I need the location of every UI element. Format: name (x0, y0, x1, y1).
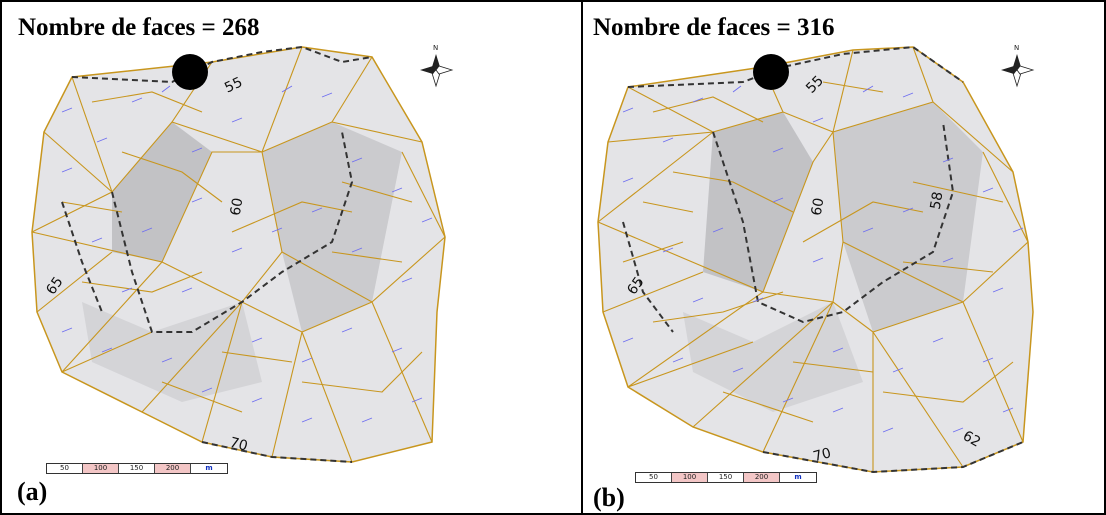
shaded-valley (683, 302, 863, 412)
contour-lines (61, 45, 373, 463)
scale-bar-unit: m (780, 473, 816, 482)
panel-title: Nombre de faces = 316 (593, 14, 835, 41)
panel-b: 55 60 58 65 70 62 N 50 100 150 200 m Nom… (583, 2, 1104, 513)
contour-label: 62 (960, 428, 983, 451)
scale-bar: 50 100 150 200 m (46, 463, 228, 474)
scale-bar: 50 100 150 200 m (635, 472, 817, 483)
panel-caption: (b) (593, 483, 625, 512)
panel-title: Nombre de faces = 268 (18, 14, 260, 41)
scale-bar-label: 150 (119, 464, 155, 473)
scale-bar-label: 200 (155, 464, 191, 473)
shaded-valley (833, 102, 983, 332)
contour-lines (622, 45, 1024, 474)
shaded-valley (112, 122, 212, 262)
terrain-outline (31, 46, 446, 463)
north-arrow-icon: N (1001, 44, 1035, 88)
scale-bar-label: 150 (708, 473, 744, 482)
contour-label: 70 (812, 445, 833, 465)
shaded-valley (82, 302, 262, 402)
contour-label: 60 (228, 197, 247, 217)
scale-bar-label: 100 (672, 473, 708, 482)
reference-point-marker (172, 54, 208, 90)
north-label: N (433, 44, 438, 52)
scale-bar-label: 200 (744, 473, 780, 482)
contour-label: 70 (228, 435, 249, 455)
scale-bar-label: 50 (636, 473, 672, 482)
contour-label: 58 (928, 190, 947, 210)
flow-arrows (61, 85, 433, 423)
north-arrow-icon: N (420, 44, 454, 88)
contour-label: 60 (809, 197, 828, 217)
shaded-valley (703, 112, 813, 292)
tin-mesh-a: 55 60 65 70 N (31, 44, 454, 463)
shaded-valley (262, 122, 402, 332)
flow-arrows (622, 85, 1024, 433)
scale-bar-label: 100 (83, 464, 119, 473)
reference-point-marker (753, 54, 789, 90)
contour-label: 55 (222, 74, 245, 96)
scale-bar-label: 50 (47, 464, 83, 473)
panel-a: 55 60 65 70 N 50 100 150 200 m Nombre de… (2, 2, 581, 513)
panel-caption: (a) (17, 477, 48, 506)
scale-bar-unit: m (191, 464, 227, 473)
tin-mesh-b: 55 60 58 65 70 62 N (597, 44, 1035, 474)
panel-divider (581, 0, 583, 515)
mesh-edges (31, 46, 446, 463)
north-label: N (1014, 44, 1019, 52)
